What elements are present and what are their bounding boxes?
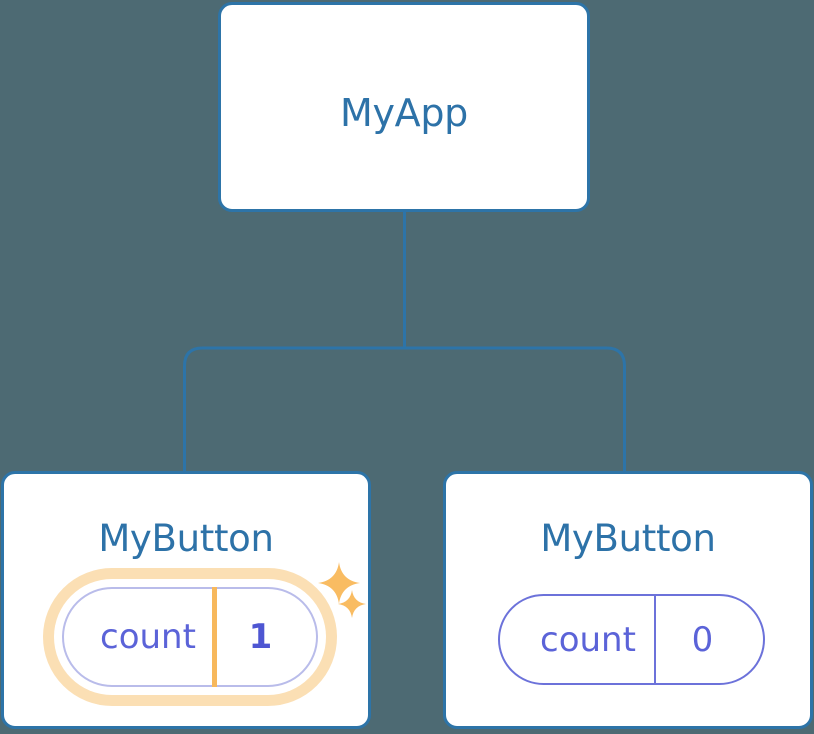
state-pill-key-right: count (500, 596, 656, 683)
node-mybutton-right[interactable]: MyButton count 0 (443, 471, 813, 729)
node-mybutton-left[interactable]: MyButton count 1 (1, 471, 371, 729)
state-pill-count-right[interactable]: count 0 (498, 594, 765, 685)
state-pill-inner-outline (62, 587, 318, 687)
node-mybutton-right-title: MyButton (540, 517, 716, 560)
node-myapp-title: MyApp (339, 91, 468, 135)
state-pill-count-left[interactable]: count 1 (43, 568, 337, 706)
state-pill-key-left: count (62, 587, 217, 687)
node-mybutton-left-title: MyButton (98, 517, 274, 560)
state-pill-value-right: 0 (691, 619, 714, 660)
state-pill-value-left: 1 (248, 617, 273, 657)
edge-children-bus (183, 346, 626, 471)
state-pill-content: count 1 (62, 587, 318, 687)
node-myapp[interactable]: MyApp (218, 2, 590, 212)
